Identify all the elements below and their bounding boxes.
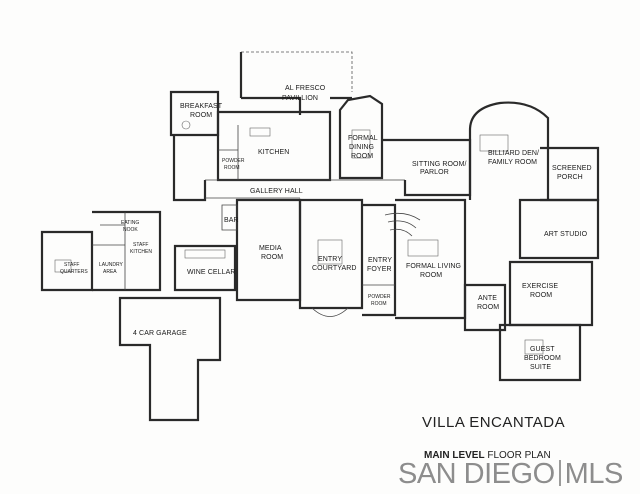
room-labels: AL FRESCO PAVILLION BREAKFAST ROOM KITCH…	[60, 85, 592, 371]
fixtures	[54, 120, 544, 355]
walls	[40, 51, 600, 422]
label-billiard: BILLIARD DEN/	[488, 150, 539, 157]
label-formal-dining-3: ROOM	[351, 153, 373, 160]
label-garage: 4 CAR GARAGE	[133, 330, 187, 337]
label-kitchen: KITCHEN	[258, 149, 289, 156]
living-walls	[395, 198, 467, 320]
stair-treads	[384, 212, 421, 237]
plan-subtitle: MAIN LEVEL FLOOR PLAN	[424, 450, 551, 461]
pavillion-walls	[239, 52, 352, 115]
label-breakfast: BREAKFAST	[180, 103, 223, 110]
label-staff-quarters: STAFF	[64, 262, 79, 268]
label-bar: BAR	[224, 217, 239, 224]
mls-watermark-logo: SAN DIEGO MLS	[398, 458, 623, 491]
plan-level: MAIN LEVEL	[424, 450, 485, 461]
guest-bed	[524, 339, 544, 355]
label-eating: EATING	[121, 220, 139, 226]
wine-racks	[184, 249, 226, 259]
label-bedroom: BEDROOM	[524, 355, 561, 362]
wine-cellar-walls	[173, 244, 237, 292]
label-suite: SUITE	[530, 364, 551, 371]
label-exercise: EXERCISE	[522, 283, 558, 290]
billiard-walls	[468, 101, 550, 200]
entry-arc	[311, 307, 349, 317]
label-living-room: ROOM	[420, 272, 442, 279]
garage-walls	[118, 296, 222, 422]
label-pavillion: PAVILLION	[282, 95, 318, 102]
courtyard-walls	[298, 198, 364, 310]
staff-wing-walls	[92, 210, 162, 292]
label-family-room: FAMILY ROOM	[488, 159, 537, 166]
label-laundry-area: AREA	[103, 269, 117, 275]
label-powder-b: POWDER	[368, 294, 391, 300]
kitchen-island	[249, 127, 271, 137]
media-walls	[235, 198, 302, 302]
label-screened: SCREENED	[552, 165, 592, 172]
gallery-walls	[205, 179, 405, 199]
label-laundry: LAUNDRY	[99, 262, 123, 268]
foyer-walls	[362, 203, 397, 317]
label-formal-dining: FORMAL	[348, 135, 378, 142]
label-formal-living: FORMAL LIVING	[406, 263, 461, 270]
label-al-fresco: AL FRESCO	[285, 85, 326, 92]
dining-walls	[338, 94, 384, 180]
watermark-right: MLS	[564, 458, 624, 490]
label-entry-courtyard: ENTRY	[318, 256, 342, 263]
label-ante: ANTE	[478, 295, 497, 302]
courtyard-fountain	[317, 239, 343, 265]
label-media-room: ROOM	[261, 254, 283, 261]
label-formal-dining-2: DINING	[349, 144, 374, 151]
label-staff-kitchen: STAFF	[133, 242, 148, 248]
watermark-left: SAN DIEGO	[398, 458, 555, 490]
billiard-table	[479, 134, 509, 152]
label-breakfast-room: ROOM	[190, 112, 212, 119]
plan-title: VILLA ENCANTADA	[422, 414, 566, 431]
left-corridor-walls	[172, 135, 207, 202]
staff-quarters-walls	[40, 230, 94, 292]
breakfast-table	[181, 120, 191, 130]
guest-walls	[498, 323, 582, 382]
label-art-studio: ART STUDIO	[544, 231, 588, 238]
exercise-walls	[508, 260, 594, 327]
label-courtyard: COURTYARD	[312, 265, 357, 272]
label-entry-foyer: ENTRY	[368, 257, 392, 264]
art-studio-walls	[518, 198, 600, 260]
label-sitting-room: SITTING ROOM/	[412, 161, 467, 168]
label-gallery-hall: GALLERY HALL	[250, 188, 303, 195]
label-nook: NOOK	[123, 227, 138, 233]
pavillion-outline	[241, 51, 353, 92]
staff-bed	[54, 259, 72, 273]
label-quarters: QUARTERS	[60, 269, 88, 275]
label-exercise-room: ROOM	[530, 292, 552, 299]
label-powder-a-room: ROOM	[224, 165, 240, 171]
living-sofa	[407, 239, 439, 257]
label-porch: PORCH	[557, 174, 583, 181]
label-parlor: PARLOR	[420, 169, 449, 176]
label-foyer: FOYER	[367, 266, 392, 273]
label-powder-a: POWDER	[222, 158, 245, 164]
label-guest: GUEST	[530, 346, 555, 353]
dining-table	[351, 129, 371, 159]
bar-walls	[221, 204, 238, 231]
kitchen-partitions	[218, 125, 239, 180]
watermark-divider	[558, 460, 561, 486]
plan-type: FLOOR PLAN	[487, 450, 551, 461]
label-staff-kitchen-2: KITCHEN	[130, 249, 152, 255]
label-powder-b-room: ROOM	[371, 301, 387, 307]
label-media: MEDIA	[259, 245, 282, 252]
label-wine-cellar: WINE CELLAR	[187, 269, 236, 276]
staff-partitions	[92, 212, 126, 290]
label-ante-room: ROOM	[477, 304, 499, 311]
